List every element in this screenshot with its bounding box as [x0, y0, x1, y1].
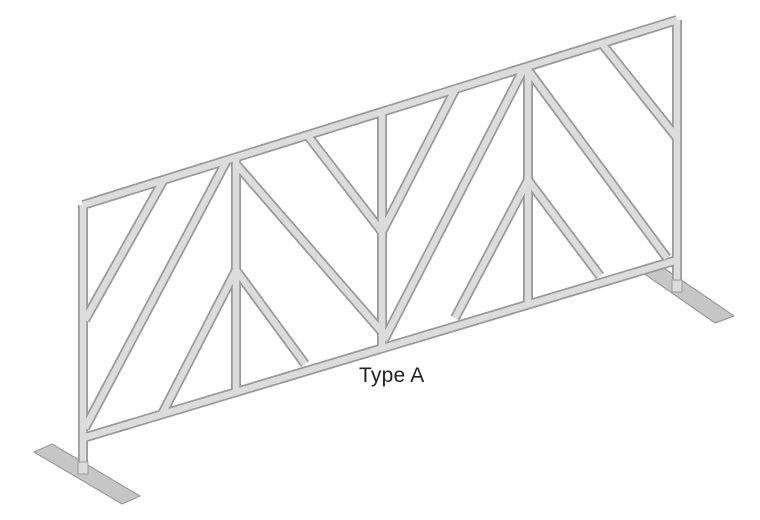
- left-post-base: [77, 461, 89, 475]
- figure-caption: Type A: [359, 364, 425, 387]
- post-bases: [77, 279, 683, 475]
- right-post-base: [671, 279, 683, 293]
- fence-tubes-fill: [79, 16, 681, 470]
